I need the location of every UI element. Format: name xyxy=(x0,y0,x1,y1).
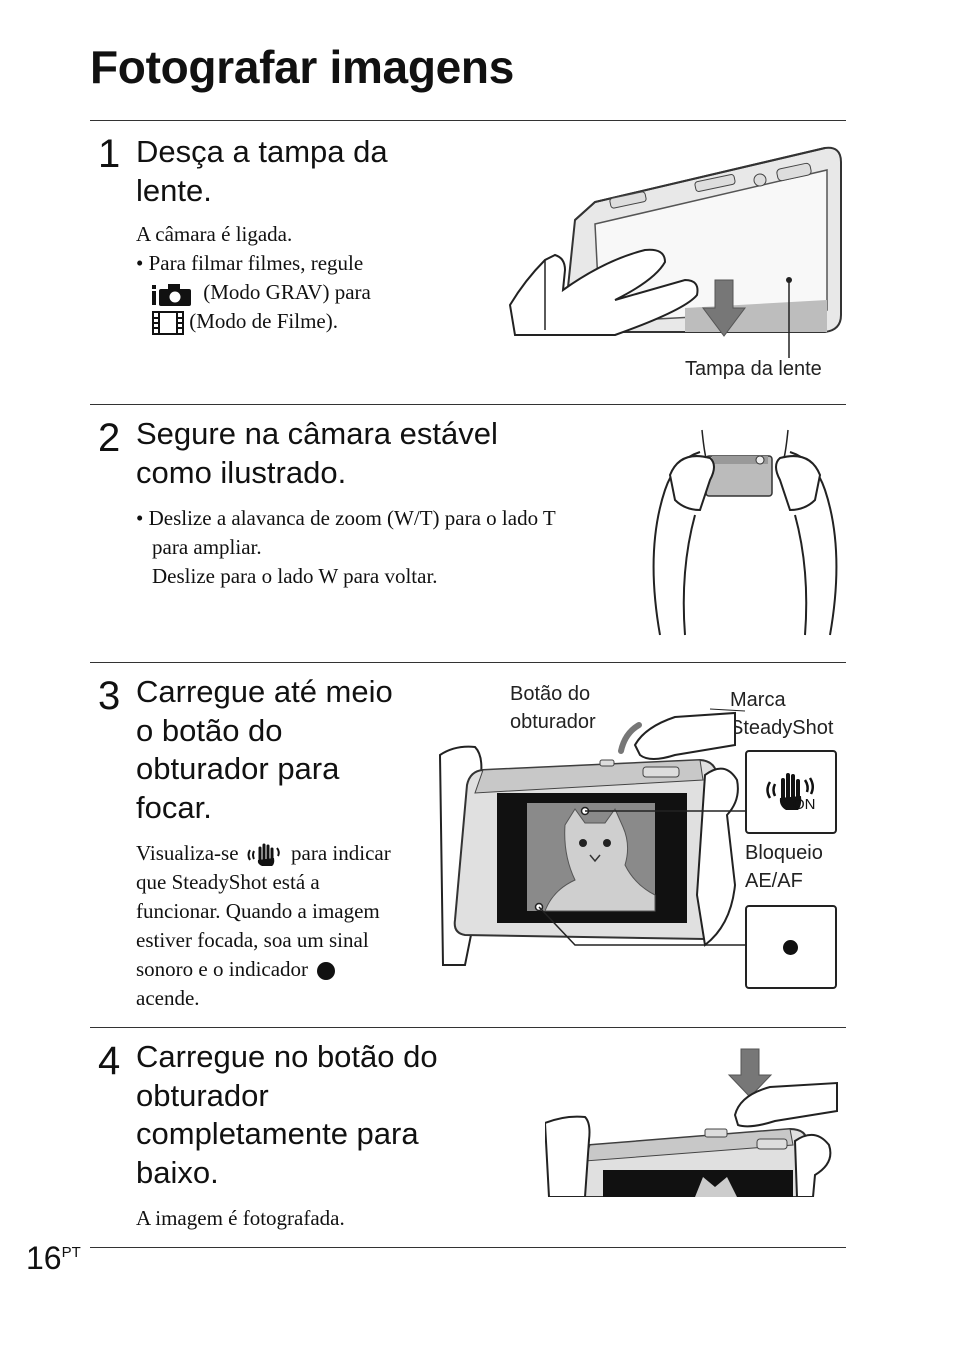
divider xyxy=(90,404,846,405)
intelligent-auto-icon xyxy=(152,284,191,307)
step-body: • Deslize a alavanca de zoom (W/T) para … xyxy=(136,506,556,588)
steadyshot-mark-box: ON xyxy=(745,750,837,834)
half-press-shutter-illustration xyxy=(438,708,746,966)
steadyshot-on-label: ON xyxy=(793,796,816,813)
page-number: 16PT xyxy=(26,1240,81,1276)
step-number: 2 xyxy=(98,416,121,460)
divider xyxy=(90,120,846,121)
ae-af-lock-box xyxy=(745,905,837,989)
divider xyxy=(90,662,846,663)
step-heading: Carregue no botão do obturador completam… xyxy=(136,1039,438,1190)
divider xyxy=(90,1247,846,1248)
step-number: 1 xyxy=(98,132,121,176)
step-body: A câmara é ligada. • Para filmar filmes,… xyxy=(136,220,436,336)
step-heading: Segure na câmara estável como ilustrado. xyxy=(136,416,498,490)
callout-lens-cover: Tampa da lente xyxy=(685,358,822,380)
focus-indicator-dot-icon xyxy=(317,962,336,981)
step-number: 3 xyxy=(98,674,121,718)
camera-lens-cover-illustration xyxy=(508,146,842,358)
callout-shutter-button: Botão do obturador xyxy=(510,683,596,733)
movie-mode-icon xyxy=(152,311,184,336)
steadyshot-icon xyxy=(766,773,814,810)
focus-indicator-dot-icon xyxy=(783,940,798,955)
callout-steadyshot-mark: Marca SteadyShot xyxy=(730,689,834,739)
step-body: A imagem é fotografada. xyxy=(136,1206,345,1230)
steadyshot-icon xyxy=(247,843,280,867)
page-title: Fotografar imagens xyxy=(90,41,515,93)
step-number: 4 xyxy=(98,1039,121,1083)
full-press-shutter-illustration xyxy=(545,1048,838,1197)
holding-camera-illustration xyxy=(652,429,838,636)
step-heading: Desça a tampa da lente. xyxy=(136,134,388,208)
divider xyxy=(90,1027,846,1028)
callout-ae-af-lock: Bloqueio AE/AF xyxy=(745,842,823,892)
step-heading: Carregue até meio o botão do obturador p… xyxy=(136,674,393,825)
step-body: Visualiza-se para indicar que SteadyShot… xyxy=(136,841,391,1011)
